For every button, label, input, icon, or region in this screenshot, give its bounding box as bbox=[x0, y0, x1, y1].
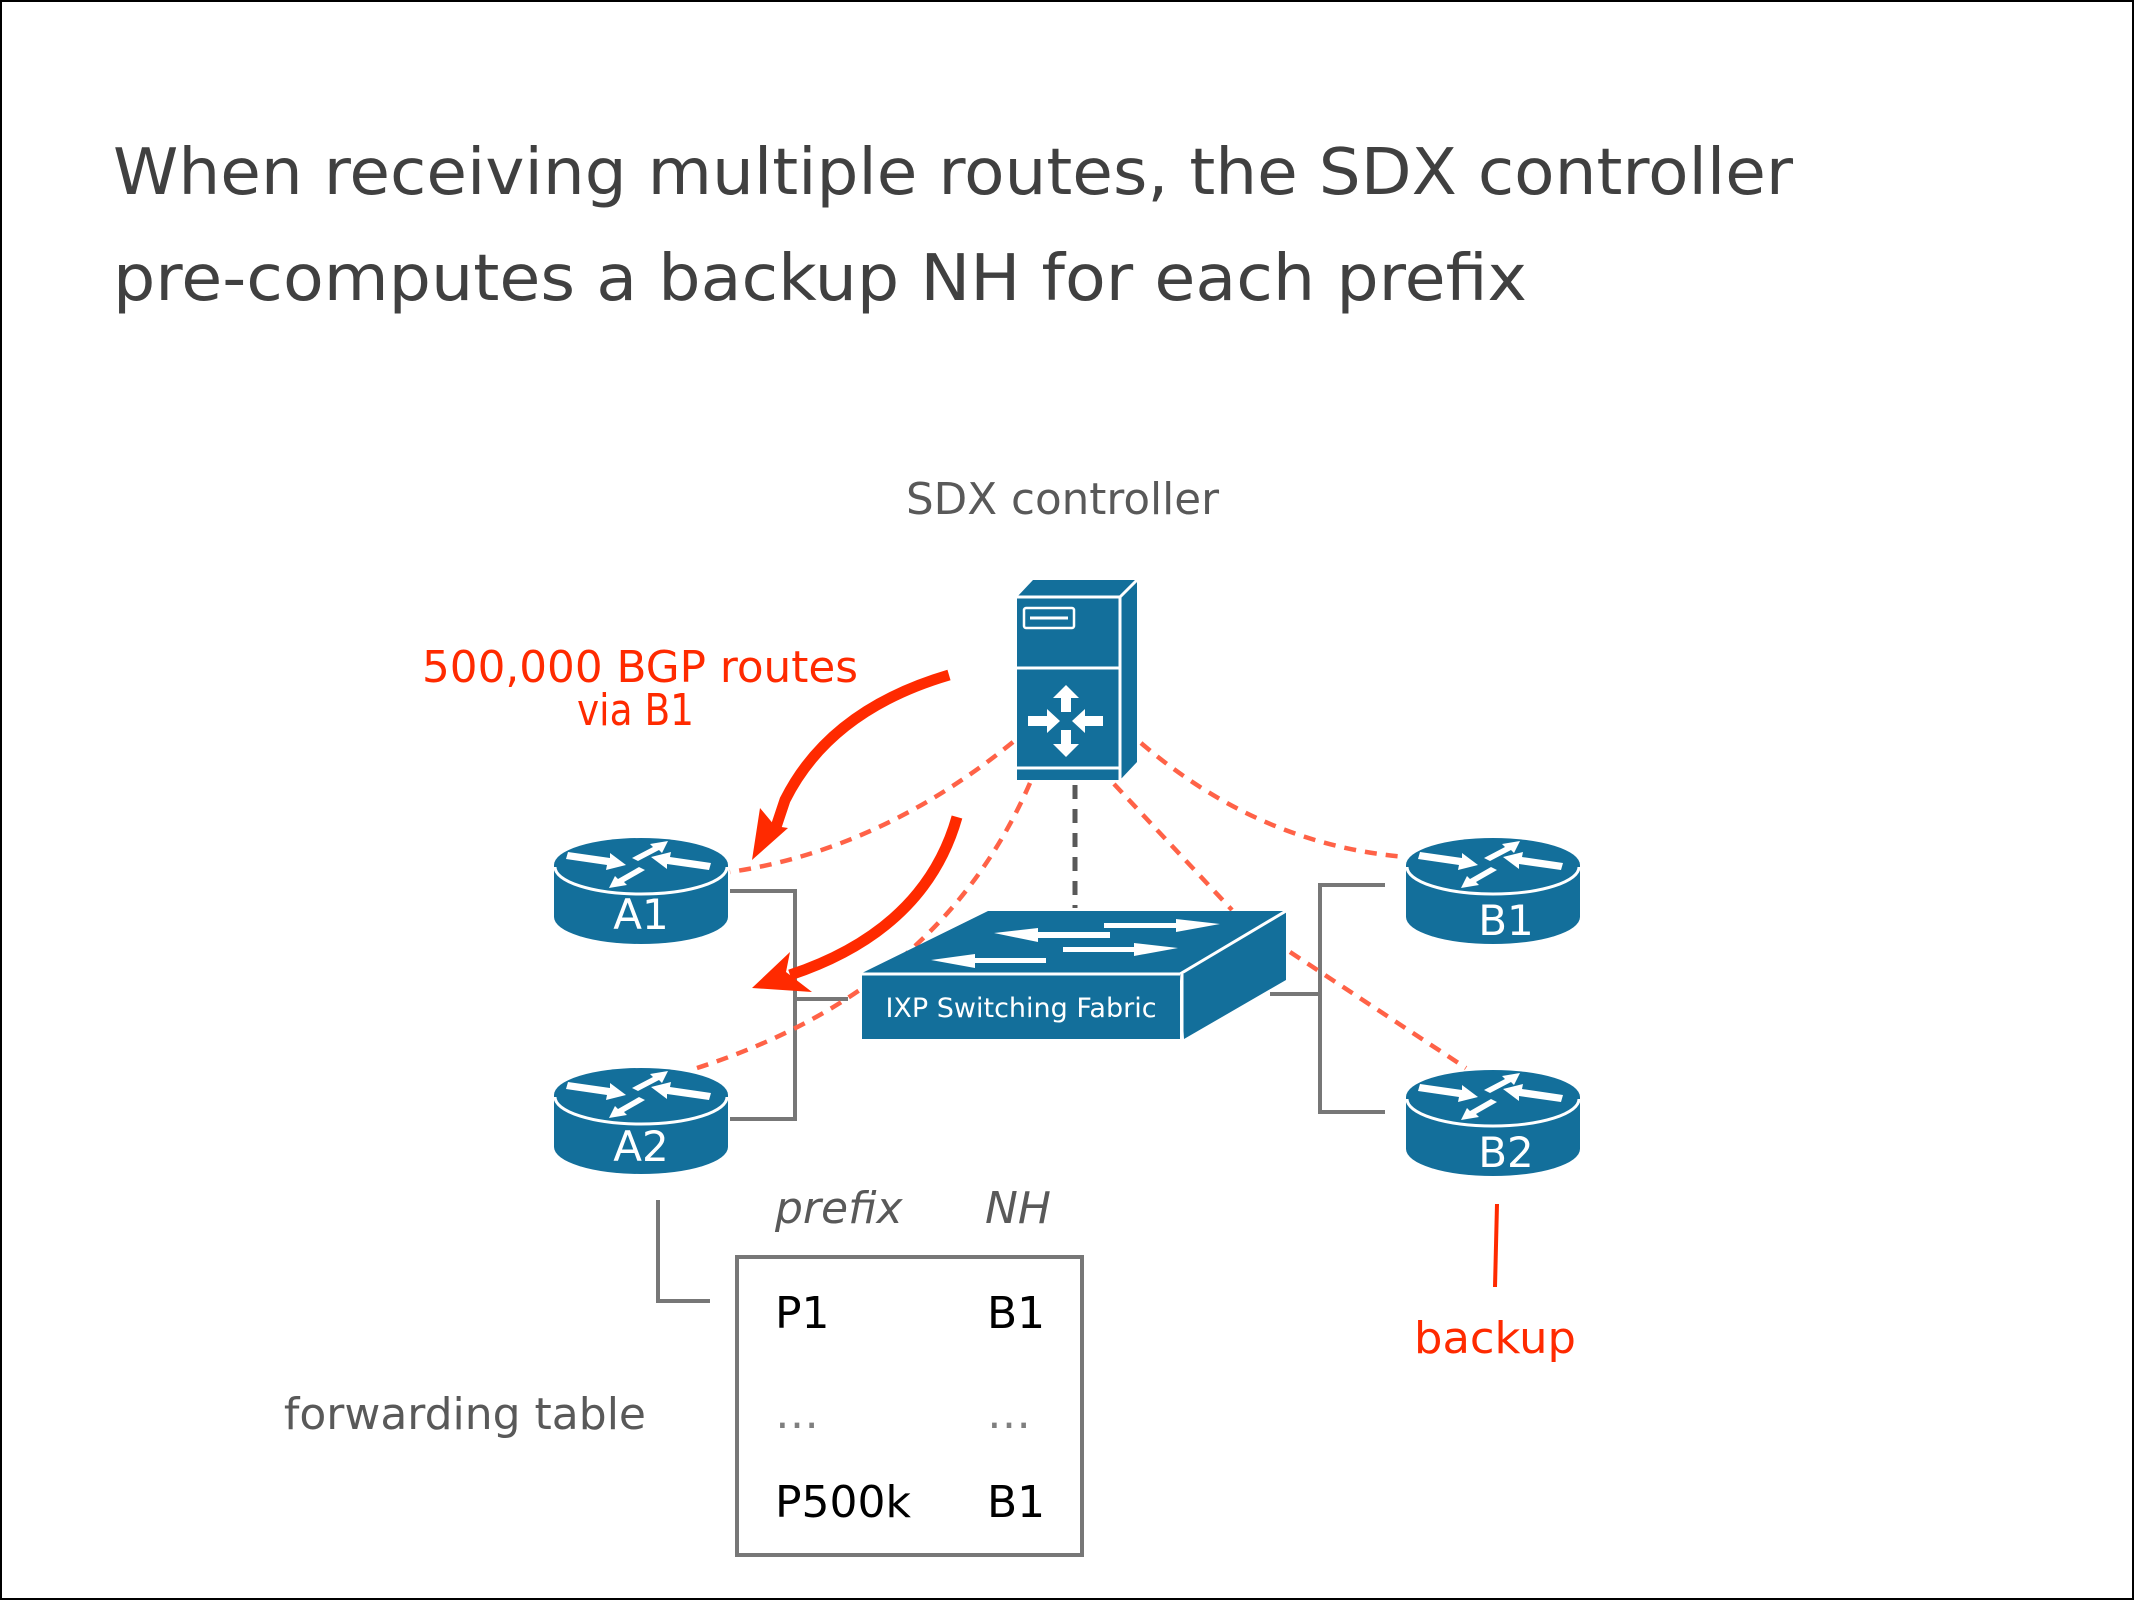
control-link-fabric bbox=[1112, 782, 1234, 912]
wire-b-side bbox=[1318, 883, 1385, 1114]
router-b2-label: B2 bbox=[1478, 1128, 1534, 1177]
table-cell-prefix: … bbox=[775, 1388, 819, 1439]
route-arrow-to-a2-head bbox=[752, 952, 812, 992]
router-b1-label: B1 bbox=[1478, 896, 1534, 945]
annotation-line-1: 500,000 BGP routes bbox=[422, 642, 858, 693]
table-cell-prefix: P500k bbox=[775, 1477, 912, 1528]
table-cell-nh: … bbox=[987, 1388, 1031, 1439]
slide-title-line-1: When receiving multiple routes, the SDX … bbox=[113, 136, 1794, 210]
ixp-switching-fabric[interactable]: IXP Switching Fabric bbox=[862, 909, 1287, 1040]
control-link-a1 bbox=[729, 740, 1015, 875]
router-b2[interactable]: B2 bbox=[1404, 1068, 1582, 1178]
table-header-nh: NH bbox=[985, 1183, 1051, 1234]
router-a1-label: A1 bbox=[613, 890, 668, 939]
route-arrow-to-a1-head bbox=[752, 808, 788, 860]
wire-a1-fabric bbox=[730, 889, 797, 1121]
router-a2-label: A2 bbox=[613, 1122, 668, 1171]
forwarding-table bbox=[735, 1255, 1084, 1557]
control-link-b1 bbox=[1139, 741, 1407, 860]
fabric-label: IXP Switching Fabric bbox=[885, 993, 1156, 1024]
sdx-controller-server-icon[interactable] bbox=[1017, 578, 1139, 780]
controller-label: SDX controller bbox=[906, 474, 1220, 525]
route-arrow-to-a2 bbox=[788, 815, 963, 981]
router-a1[interactable]: A1 bbox=[552, 836, 730, 946]
backup-label: backup bbox=[1414, 1313, 1576, 1364]
table-row: … … bbox=[775, 1388, 1031, 1439]
table-header-prefix: prefix bbox=[774, 1183, 904, 1234]
switch-arrows-icon bbox=[931, 919, 1220, 968]
router-a2[interactable]: A2 bbox=[552, 1066, 730, 1176]
table-row: P500k B1 bbox=[775, 1477, 1045, 1528]
table-cell-nh: B1 bbox=[987, 1477, 1045, 1528]
table-cell-prefix: P1 bbox=[775, 1288, 830, 1339]
route-arrow-to-a1 bbox=[769, 669, 951, 832]
slide-title-line-2: pre-computes a backup NH for each prefix bbox=[113, 242, 1527, 316]
forwarding-table-caption: forwarding table bbox=[284, 1389, 646, 1440]
annotation-line-2: via B1 bbox=[577, 685, 694, 736]
table-row: P1 B1 bbox=[775, 1288, 1045, 1339]
backup-pointer bbox=[1493, 1203, 1499, 1288]
wire-a2-table bbox=[656, 1200, 710, 1303]
router-b1[interactable]: B1 bbox=[1404, 836, 1582, 946]
table-cell-nh: B1 bbox=[987, 1288, 1045, 1339]
control-link-b2 bbox=[1288, 950, 1468, 1070]
